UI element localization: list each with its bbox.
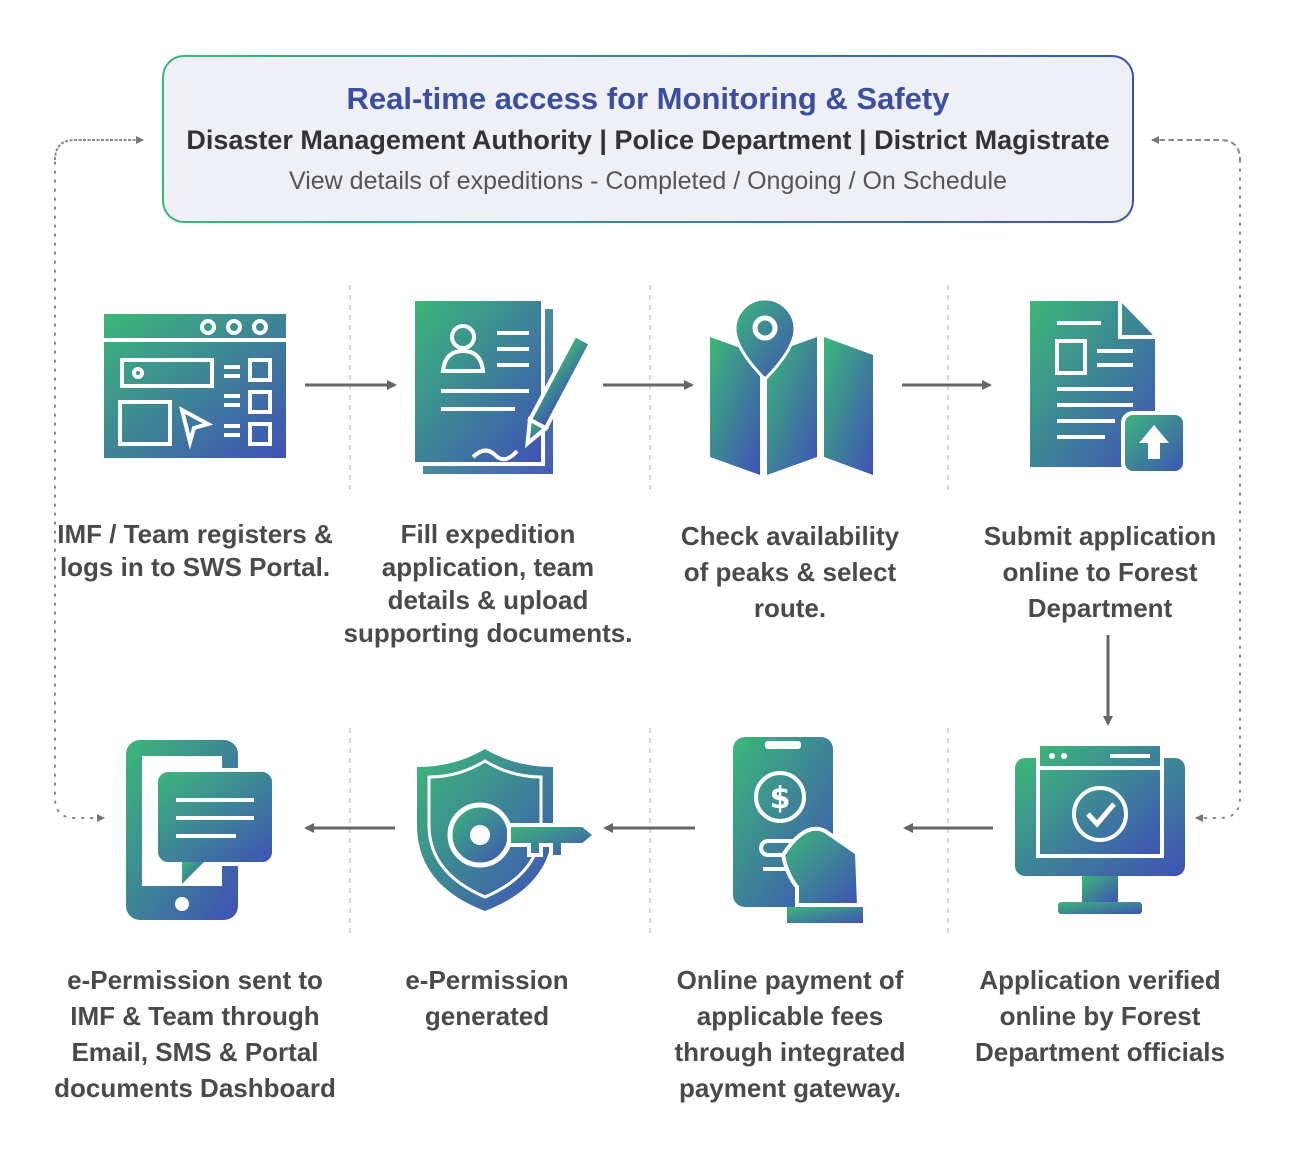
application-form-icon [411, 297, 595, 474]
flow-arrows [304, 380, 1113, 833]
step-label-check-availability: Check availability of peaks & select rou… [680, 521, 900, 623]
step-label-permission-sent: e-Permission sent to IMF & Team through … [54, 965, 336, 1103]
step-label-fill-application: Fill expedition application, team detail… [343, 519, 633, 648]
monitoring-loops [54, 136, 1241, 822]
banner-title: Real-time access for Monitoring & Safety [346, 81, 950, 116]
step-label-submit-application: Submit application online to Forest Depa… [983, 521, 1217, 623]
step-label-online-payment: Online payment of applicable fees throug… [674, 965, 906, 1103]
map-pin-icon [710, 297, 873, 475]
banner-note: View details of expeditions - Completed … [288, 167, 1008, 195]
mobile-payment-icon: $ [733, 737, 863, 923]
column-dividers [349, 285, 949, 938]
step-label-application-verified: Application verified online by Forest De… [975, 965, 1225, 1067]
step-label-register: IMF / Team registers & logs in to SWS Po… [57, 519, 333, 582]
monitor-check-icon [1015, 742, 1185, 914]
mobile-message-icon [126, 740, 276, 920]
banner-authorities: Disaster Management Authority | Police D… [186, 125, 1110, 155]
shield-key-icon [417, 749, 599, 911]
monitoring-banner: Real-time access for Monitoring & Safety… [162, 55, 1134, 223]
svg-text:$: $ [770, 781, 791, 816]
browser-window-icon [104, 314, 286, 458]
step-label-permission-generated: e-Permission generated [405, 965, 569, 1031]
document-upload-icon [1030, 301, 1187, 475]
